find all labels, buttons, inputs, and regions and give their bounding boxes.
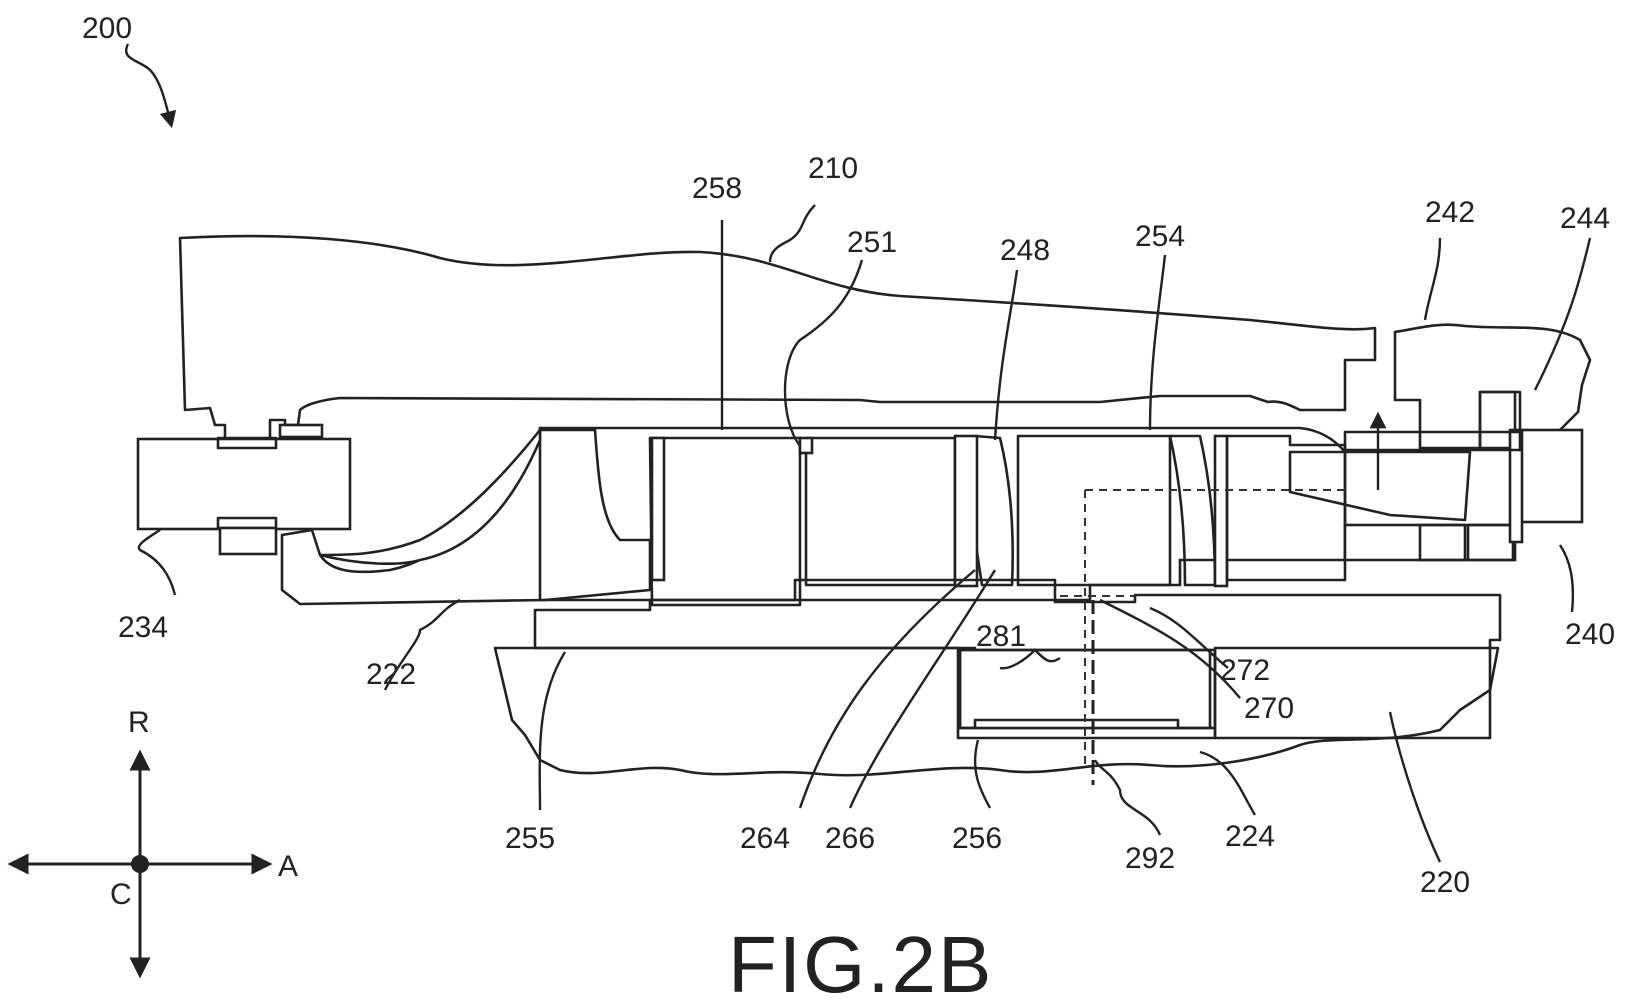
label-266: 266 [825,822,875,855]
axis-label-a: A [278,850,298,883]
label-255: 255 [505,822,555,855]
label-240: 240 [1565,618,1615,651]
label-234: 234 [118,611,168,644]
label-270: 270 [1244,692,1294,725]
label-258: 258 [692,172,742,205]
label-224: 224 [1225,820,1275,853]
component-220 [495,648,1498,775]
axis-origin [131,855,149,873]
label-264: 264 [740,822,790,855]
housing-210 [180,236,1375,440]
axis-label-r: R [128,706,150,739]
label-242: 242 [1425,196,1475,229]
label-220: 220 [1420,866,1470,899]
label-292: 292 [1125,842,1175,875]
label-254: 254 [1135,220,1185,253]
figure-title: FIG.2B [728,920,993,1004]
axis-compass: R A C [18,706,298,968]
label-222: 222 [366,658,416,691]
label-244: 244 [1560,202,1610,235]
label-200: 200 [82,12,132,45]
label-281: 281 [976,620,1026,653]
component-234 [138,425,350,554]
label-272: 272 [1220,654,1270,687]
axis-label-c: C [110,878,132,911]
label-256: 256 [952,822,1002,855]
label-251: 251 [847,226,897,259]
label-210: 210 [808,152,858,185]
label-248: 248 [1000,234,1050,267]
